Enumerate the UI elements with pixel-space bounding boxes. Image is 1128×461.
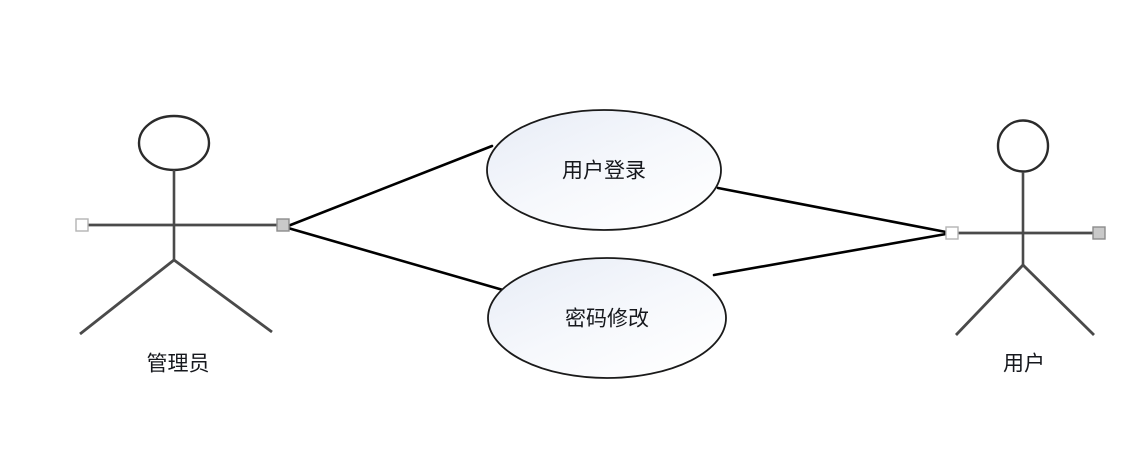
actor-user-leg-right: [1022, 264, 1095, 336]
actor-administrator-leg-left: [79, 258, 175, 336]
actor-user[interactable]: 用户: [945, 119, 1106, 376]
association-password-change-to-user[interactable]: [712, 232, 948, 277]
association-lines: [286, 144, 948, 292]
actor-user-leg-left: [954, 264, 1025, 336]
actor-user-head-icon: [996, 119, 1050, 173]
use-case-user-login-shape[interactable]: [486, 109, 722, 231]
actor-administrator-handle-right[interactable]: [276, 218, 290, 232]
actor-administrator[interactable]: 管理员: [75, 114, 290, 376]
actor-user-handle-left[interactable]: [945, 226, 959, 240]
use-case-user-login-label: 用户登录: [562, 160, 646, 183]
actor-user-label: 用户: [1003, 353, 1045, 376]
actor-administrator-head-icon: [137, 114, 211, 172]
association-user-login-to-user[interactable]: [716, 186, 948, 234]
actor-administrator-handle-left[interactable]: [75, 218, 89, 232]
actor-user-handle-right[interactable]: [1092, 226, 1106, 240]
association-admin-to-password-change[interactable]: [286, 226, 505, 292]
use-case-password-change[interactable]: 密码修改: [487, 257, 727, 379]
actor-administrator-label: 管理员: [147, 353, 210, 376]
use-case-password-change-label: 密码修改: [565, 308, 649, 331]
actor-administrator-leg-right: [173, 258, 273, 334]
use-case-password-change-shape[interactable]: [487, 257, 727, 379]
use-case-user-login[interactable]: 用户登录: [486, 109, 722, 231]
association-admin-to-user-login[interactable]: [286, 144, 494, 228]
